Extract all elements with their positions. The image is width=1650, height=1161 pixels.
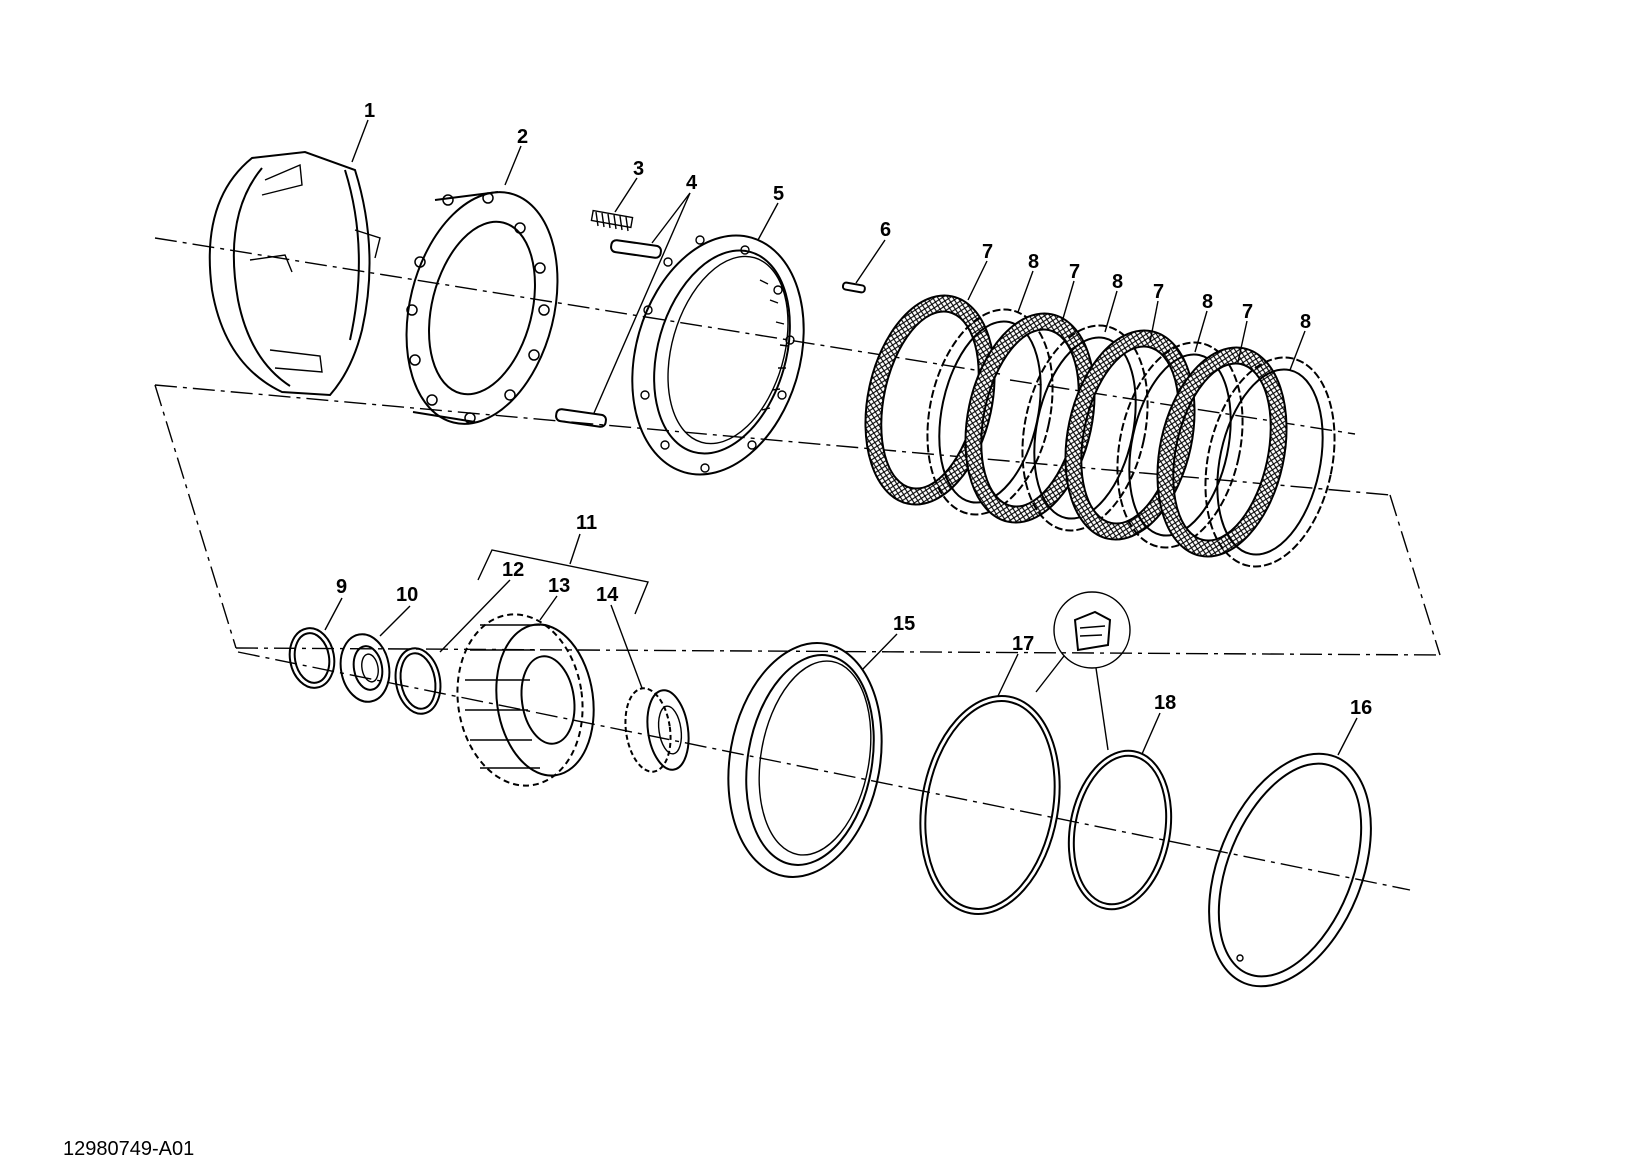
part-8-separator-plate	[1204, 356, 1336, 568]
callout-labels: 1 2 3 4 5 6 7 8 7 8 7 8 7 8 9 10 11 12 1…	[336, 100, 1372, 719]
callout-5: 5	[773, 183, 784, 205]
callout-12: 12	[502, 559, 524, 581]
part-7-friction-disc	[1156, 346, 1288, 558]
callout-11: 11	[576, 512, 597, 534]
part-13-gear	[456, 613, 595, 787]
callout-18: 18	[1154, 692, 1176, 714]
part-14-hub	[624, 687, 690, 773]
callout-9: 9	[336, 576, 347, 598]
callout-17: 17	[1012, 633, 1034, 655]
part-15-piston	[727, 642, 883, 878]
callout-10: 10	[396, 584, 418, 606]
callout-8: 8	[1202, 291, 1213, 313]
part-5-toothed-ring	[631, 234, 805, 476]
part-3-spring	[590, 209, 634, 232]
part-6-small-pin	[841, 281, 866, 294]
callout-7: 7	[1153, 281, 1164, 303]
assembly-bracket-lines	[154, 384, 1441, 656]
callout-3: 3	[633, 158, 644, 180]
callout-8: 8	[1112, 271, 1123, 293]
center-axis-upper	[154, 237, 1356, 435]
part-10-bearing	[339, 633, 391, 703]
callout-15: 15	[893, 613, 915, 635]
callout-2: 2	[517, 126, 528, 148]
part-2-ring-plate	[405, 191, 559, 425]
callout-7: 7	[982, 241, 993, 263]
part-17-seal-ring	[919, 695, 1061, 915]
callout-8: 8	[1300, 311, 1311, 333]
plate-holes	[406, 192, 550, 424]
part-18-seal-ring	[1067, 749, 1173, 911]
part-12-ring	[394, 647, 442, 715]
callout-8: 8	[1028, 251, 1039, 273]
group-bracket-11	[477, 533, 649, 615]
part-16-retainer-ring	[1208, 752, 1372, 988]
figure-id-label: 12980749-A01	[63, 1138, 195, 1160]
callout-4: 4	[686, 172, 698, 194]
callout-6: 6	[880, 219, 891, 241]
part-4-pins	[555, 239, 662, 428]
leader-lines	[324, 119, 1358, 756]
callout-13: 13	[548, 575, 570, 597]
callout-14: 14	[596, 584, 619, 606]
center-axis-lower	[237, 651, 1411, 891]
callout-16: 16	[1350, 697, 1372, 719]
callout-7: 7	[1242, 301, 1253, 323]
seal-cross-section-detail	[1035, 591, 1131, 751]
part-8-separator-plate	[1116, 341, 1244, 549]
part-9-snap-ring	[288, 627, 336, 689]
callout-1: 1	[364, 100, 375, 122]
part-1-band	[208, 150, 381, 397]
callout-7: 7	[1069, 261, 1080, 283]
